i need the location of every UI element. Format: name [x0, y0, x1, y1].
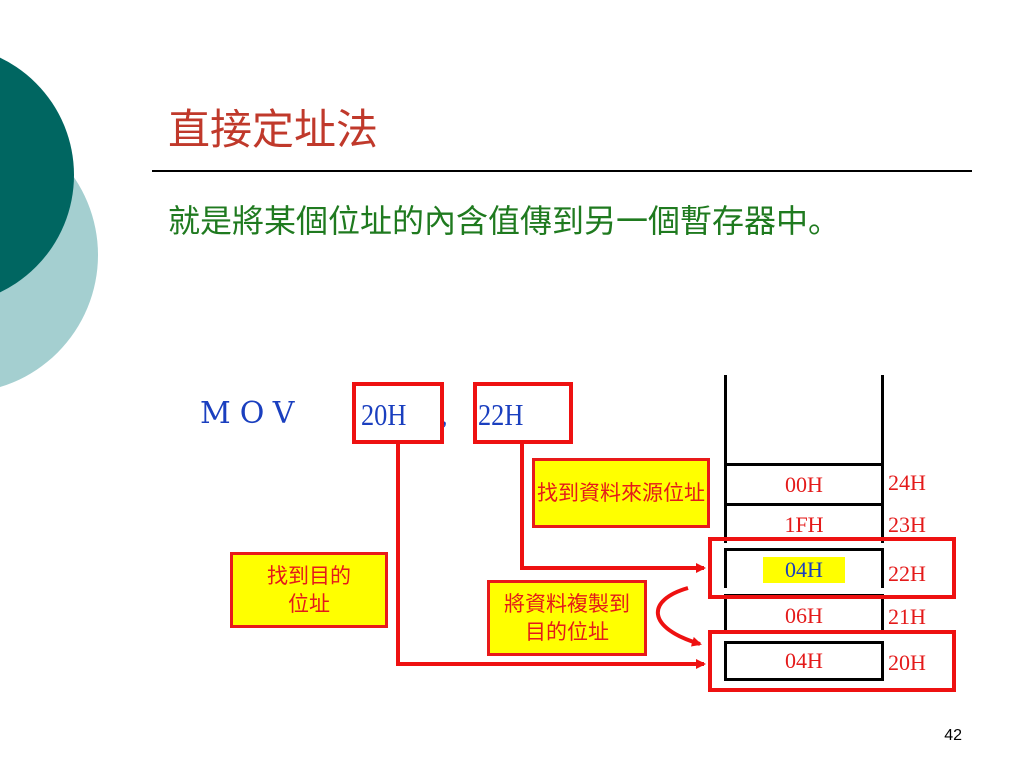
source-operand-box: [473, 382, 573, 444]
memory-cell: 04H: [724, 641, 884, 681]
memory-address: 22H: [888, 561, 926, 586]
slide-title: 直接定址法: [168, 105, 379, 154]
memory-stack-left-wall: [724, 375, 727, 463]
decorative-circles: [0, 57, 98, 388]
memory-address: 21H: [888, 604, 926, 629]
memory-cell: 1FH: [724, 503, 884, 543]
dark-circle: [0, 57, 74, 293]
memory-address: 23H: [888, 512, 926, 537]
copy-data-note: 將資料複製到目的位址: [487, 580, 647, 656]
slide-description: 就是將某個位址的內含值傳到另一個暫存器中。: [168, 202, 841, 240]
title-divider: [152, 170, 972, 172]
source-operand: 22H: [478, 397, 524, 432]
source-cell-highlight: [708, 537, 956, 599]
memory-cell-value: 00H: [785, 471, 823, 497]
memory-cell-value-highlighted: 04H: [763, 556, 845, 583]
memory-cell: 06H: [724, 594, 884, 634]
memory-cell: 00H: [724, 463, 884, 503]
memory-cell-value: 04H: [785, 648, 823, 673]
memory-address: 20H: [888, 650, 926, 675]
destination-cell-highlight: [708, 630, 956, 692]
memory-address: 24H: [888, 470, 926, 495]
memory-cell-value: 06H: [785, 602, 823, 628]
source-to-memory-arrow: [520, 444, 706, 573]
memory-cell: 04H: [724, 548, 884, 588]
memory-stack-right-wall: [881, 375, 884, 463]
destination-to-memory-arrow: [396, 444, 706, 669]
destination-operand-box: [352, 382, 444, 444]
destination-address-note: 找到目的位址: [230, 552, 388, 628]
copy-curve-arrow: [656, 586, 702, 647]
instruction-mnemonic: MOV: [200, 396, 304, 431]
operand-separator: ,: [441, 401, 448, 430]
destination-operand: 20H: [361, 397, 407, 432]
page-number: 42: [944, 727, 962, 744]
memory-cell-value: 1FH: [784, 511, 824, 537]
source-address-note: 找到資料來源位址: [532, 458, 710, 528]
